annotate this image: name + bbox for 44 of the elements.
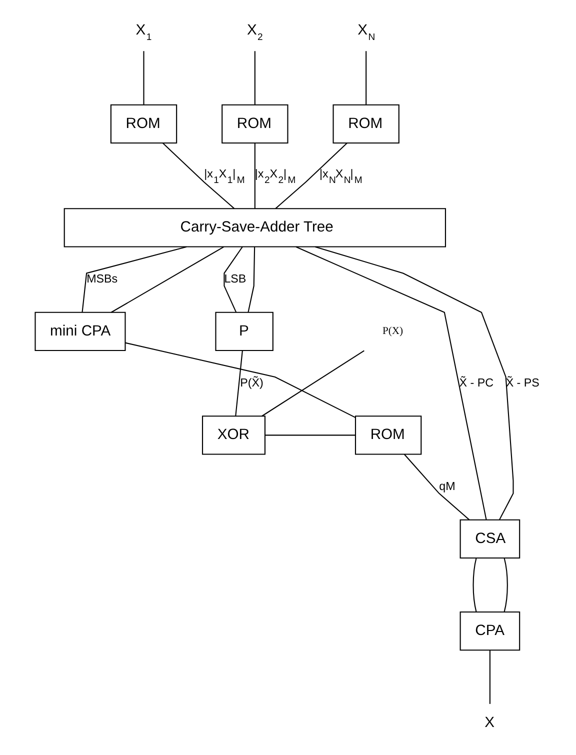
connector: [110, 246, 224, 313]
node-text: X$_{2}$: [246, 22, 263, 44]
edge-label: MSBs: [86, 272, 118, 286]
connector: [254, 143, 256, 209]
connector: [143, 51, 144, 105]
connector: [489, 650, 490, 704]
connector: [248, 246, 256, 312]
connector: [404, 454, 470, 520]
connector: [125, 342, 356, 418]
connector: [224, 246, 243, 313]
node-box: CSA: [460, 519, 520, 559]
edge-label: |x$_{N}$X$_{N}$|$_{M}$: [319, 168, 362, 186]
edge-label: LSB: [224, 272, 246, 286]
connector: [366, 51, 367, 105]
connector: [265, 434, 356, 436]
edge-label: P(X̃): [240, 376, 264, 390]
connector: [315, 246, 514, 520]
connector: [254, 51, 256, 105]
connector: [235, 350, 243, 416]
connector: [472, 558, 477, 612]
connector: [262, 350, 364, 417]
edge-label: X̃ - PC: [459, 376, 494, 390]
edge-label: |x$_{1}$X$_{1}$|$_{M}$: [204, 168, 245, 186]
node-text: P(X): [382, 326, 404, 338]
connector: [296, 246, 487, 520]
node-box: CPA: [460, 611, 520, 651]
node-text: X$_{1}$: [136, 22, 152, 44]
node-box: ROM: [110, 104, 178, 144]
connector: [504, 558, 508, 612]
node-text: X: [484, 715, 495, 732]
node-box: ROM: [354, 416, 422, 455]
node-text: X$_{N}$: [358, 22, 376, 44]
node-box: ROM: [332, 104, 400, 144]
node-box: ROM: [222, 104, 288, 144]
connector: [162, 142, 235, 209]
connector: [275, 142, 348, 209]
connector: [82, 246, 187, 312]
node-box: mini CPA: [34, 312, 126, 352]
edge-label: |x$_{2}$X$_{2}$|$_{M}$: [254, 168, 296, 186]
node-box: XOR: [202, 416, 266, 455]
edge-label: X̃ - PS: [506, 376, 540, 390]
node-box: Carry-Save-Adder Tree: [64, 208, 446, 248]
edge-label: qM: [439, 480, 456, 494]
node-box: P: [215, 312, 274, 352]
